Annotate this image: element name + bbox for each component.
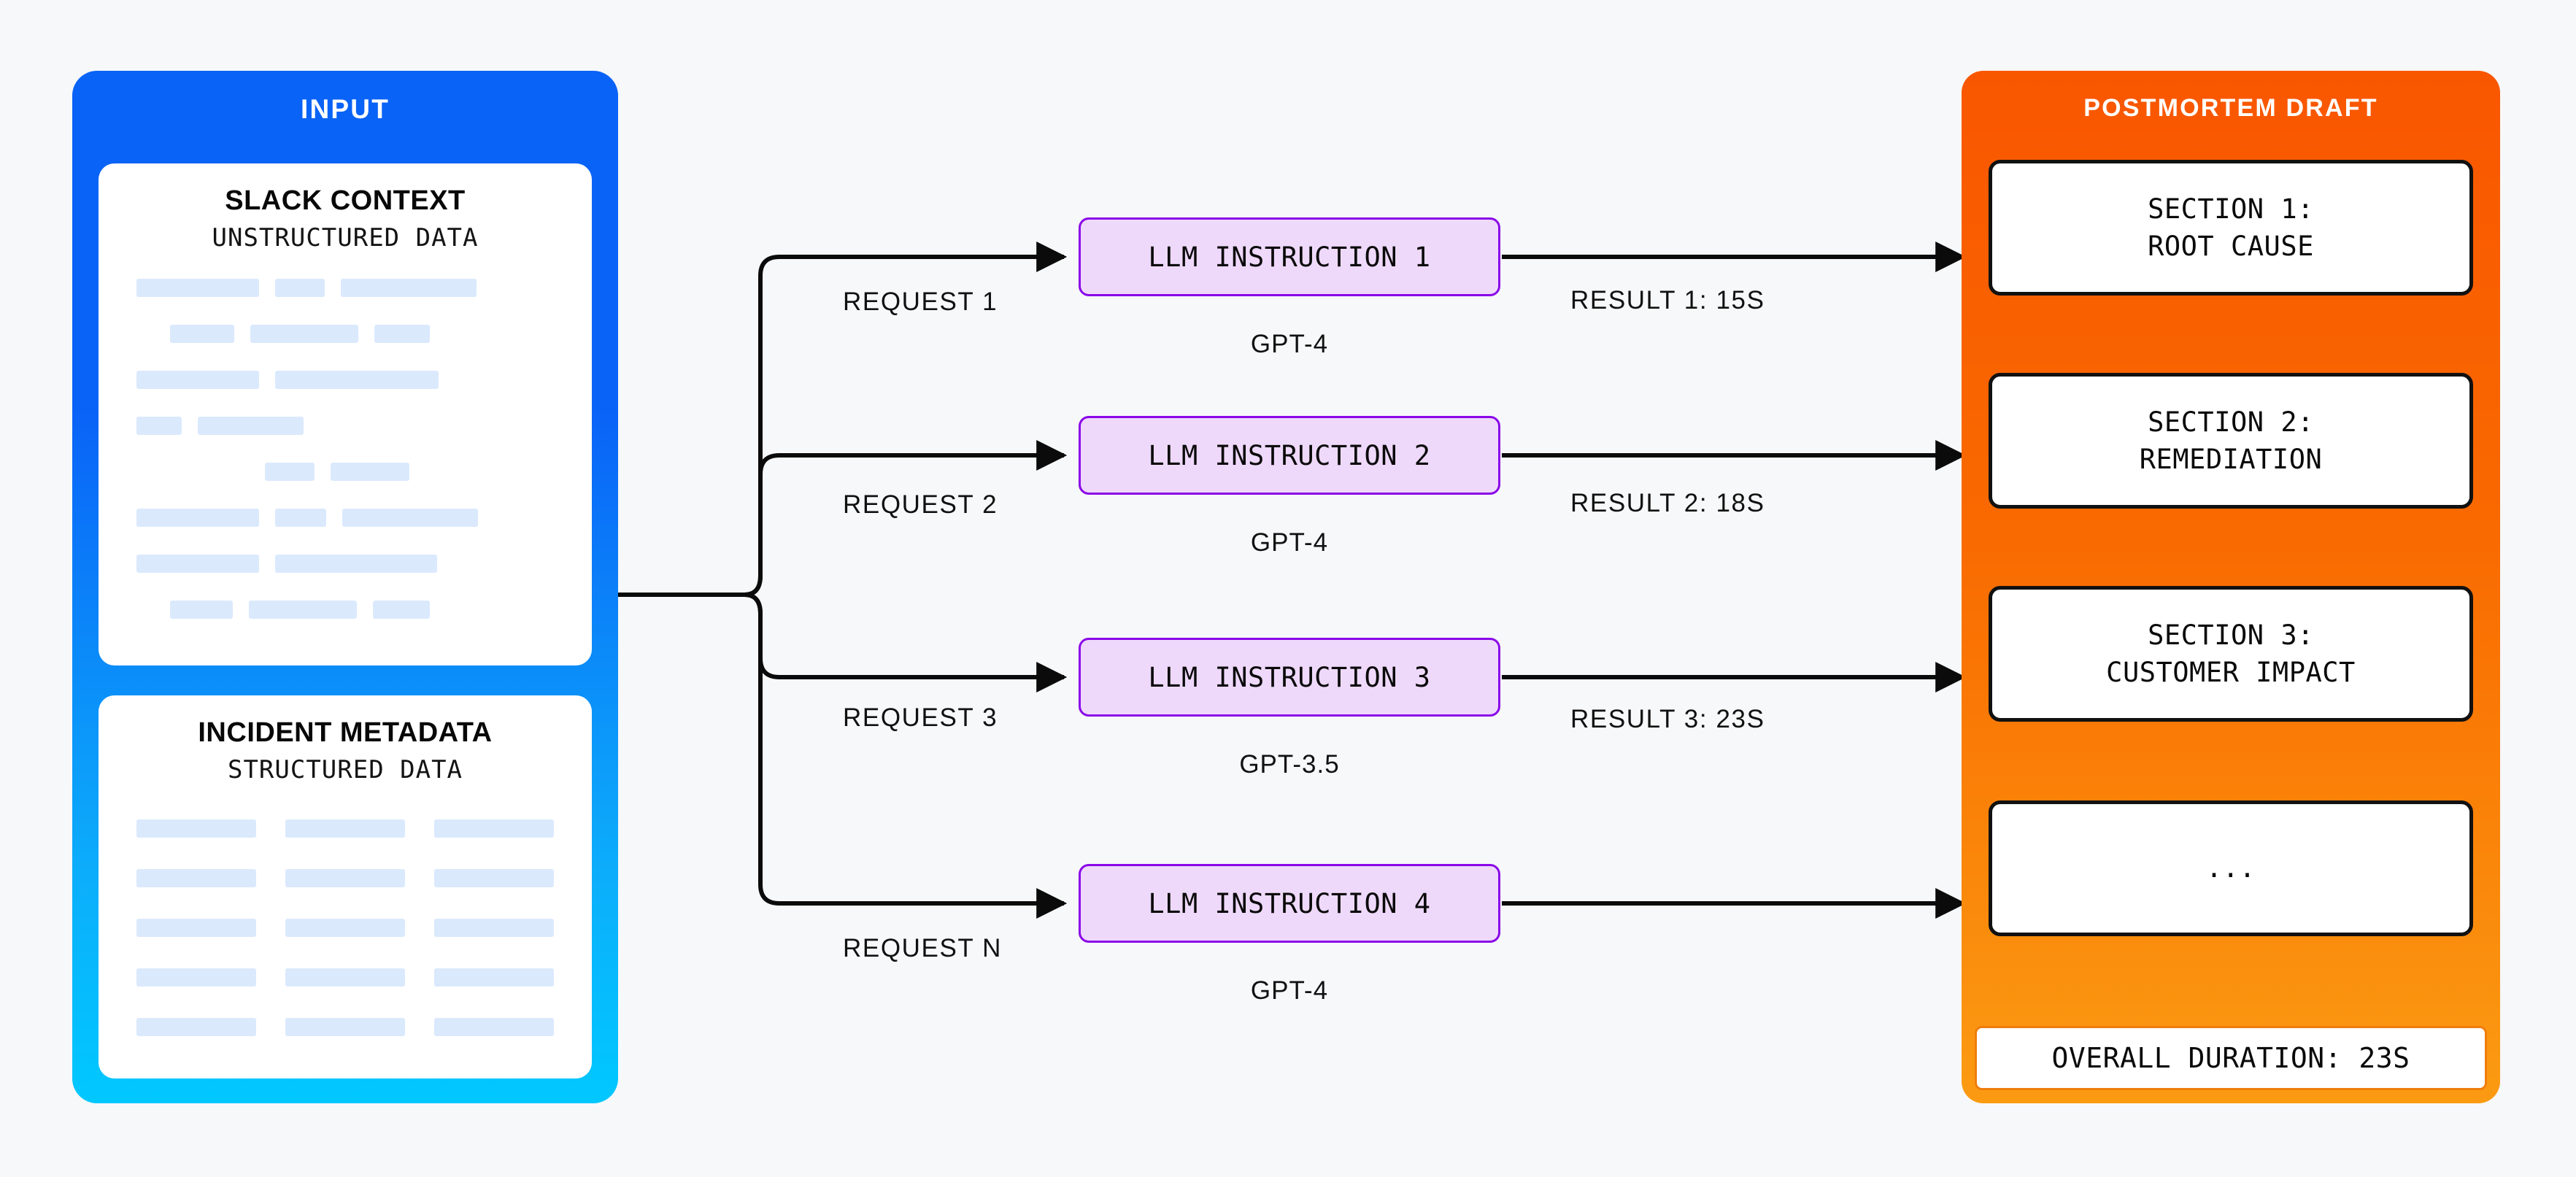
llm-instruction-box-3[interactable]: LLM INSTRUCTION 3 xyxy=(1079,638,1500,717)
section-4-line-1: ... xyxy=(2205,852,2256,884)
result-label-1: RESULT 1: 15S xyxy=(1570,286,1765,314)
llm-instruction-box-1[interactable]: LLM INSTRUCTION 1 xyxy=(1079,217,1500,296)
skeleton-row xyxy=(136,509,554,528)
section-card-ellipsis[interactable]: ... xyxy=(1989,800,2473,936)
model-label-1: GPT-4 xyxy=(1250,330,1329,358)
llm-instruction-label-1: LLM INSTRUCTION 1 xyxy=(1148,241,1431,273)
overall-duration-text: OVERALL DURATION: 23S xyxy=(2051,1042,2410,1074)
incident-metadata-title: INCIDENT METADATA xyxy=(198,717,493,748)
llm-instruction-box-4[interactable]: LLM INSTRUCTION 4 xyxy=(1079,864,1500,943)
slack-context-card: SLACK CONTEXT UNSTRUCTURED DATA xyxy=(99,163,592,665)
skeleton-row xyxy=(136,417,554,436)
skeleton-row xyxy=(136,601,554,620)
grid-row xyxy=(136,919,554,938)
section-2-line-2: REMEDIATION xyxy=(2139,444,2323,475)
section-1-line-2: ROOT CAUSE xyxy=(2148,231,2314,262)
input-panel: INPUT SLACK CONTEXT UNSTRUCTURED DATA xyxy=(72,71,618,1103)
model-label-2: GPT-4 xyxy=(1250,528,1329,557)
incident-metadata-grid xyxy=(99,819,592,1037)
section-card-1[interactable]: SECTION 1: ROOT CAUSE xyxy=(1989,160,2473,296)
grid-row xyxy=(136,1018,554,1037)
grid-row xyxy=(136,968,554,987)
grid-row xyxy=(136,819,554,838)
model-label-4: GPT-4 xyxy=(1250,976,1329,1005)
overall-duration-bar: OVERALL DURATION: 23S xyxy=(1975,1026,2487,1090)
request-label-2: REQUEST 2 xyxy=(843,490,998,519)
incident-metadata-subtitle: STRUCTURED DATA xyxy=(227,755,463,784)
wire-request-2 xyxy=(744,440,1068,597)
section-card-2[interactable]: SECTION 2: REMEDIATION xyxy=(1989,373,2473,509)
llm-instruction-label-3: LLM INSTRUCTION 3 xyxy=(1148,661,1431,693)
slack-context-skeleton xyxy=(99,279,592,620)
postmortem-draft-title: POSTMORTEM DRAFT xyxy=(2083,94,2378,122)
section-3-line-1: SECTION 3: xyxy=(2148,619,2314,651)
postmortem-draft-panel: POSTMORTEM DRAFT SECTION 1: ROOT CAUSE S… xyxy=(1962,71,2500,1103)
section-card-3[interactable]: SECTION 3: CUSTOMER IMPACT xyxy=(1989,586,2473,722)
skeleton-row xyxy=(136,463,554,482)
skeleton-row xyxy=(136,371,554,390)
skeleton-row xyxy=(136,325,554,344)
llm-instruction-label-2: LLM INSTRUCTION 2 xyxy=(1148,439,1431,471)
llm-instruction-label-4: LLM INSTRUCTION 4 xyxy=(1148,887,1431,919)
wire-request-3 xyxy=(744,593,1068,692)
input-panel-title: INPUT xyxy=(301,94,390,124)
section-1-line-1: SECTION 1: xyxy=(2148,193,2314,225)
skeleton-row xyxy=(136,279,554,298)
section-3-line-2: CUSTOMER IMPACT xyxy=(2106,657,2356,688)
result-label-2: RESULT 2: 18S xyxy=(1570,489,1765,517)
grid-row xyxy=(136,869,554,888)
slack-context-title: SLACK CONTEXT xyxy=(225,185,466,216)
skeleton-row xyxy=(136,555,554,574)
llm-instruction-box-2[interactable]: LLM INSTRUCTION 2 xyxy=(1079,416,1500,495)
slack-context-subtitle: UNSTRUCTURED DATA xyxy=(212,223,479,252)
incident-metadata-card: INCIDENT METADATA STRUCTURED DATA xyxy=(99,695,592,1078)
request-label-n: REQUEST N xyxy=(843,934,1002,962)
model-label-3: GPT-3.5 xyxy=(1239,750,1340,779)
result-label-3: RESULT 3: 23S xyxy=(1570,705,1765,733)
section-2-line-1: SECTION 2: xyxy=(2148,406,2314,438)
request-label-1: REQUEST 1 xyxy=(843,288,998,316)
wire-request-n xyxy=(744,593,1068,919)
request-label-3: REQUEST 3 xyxy=(843,703,998,732)
